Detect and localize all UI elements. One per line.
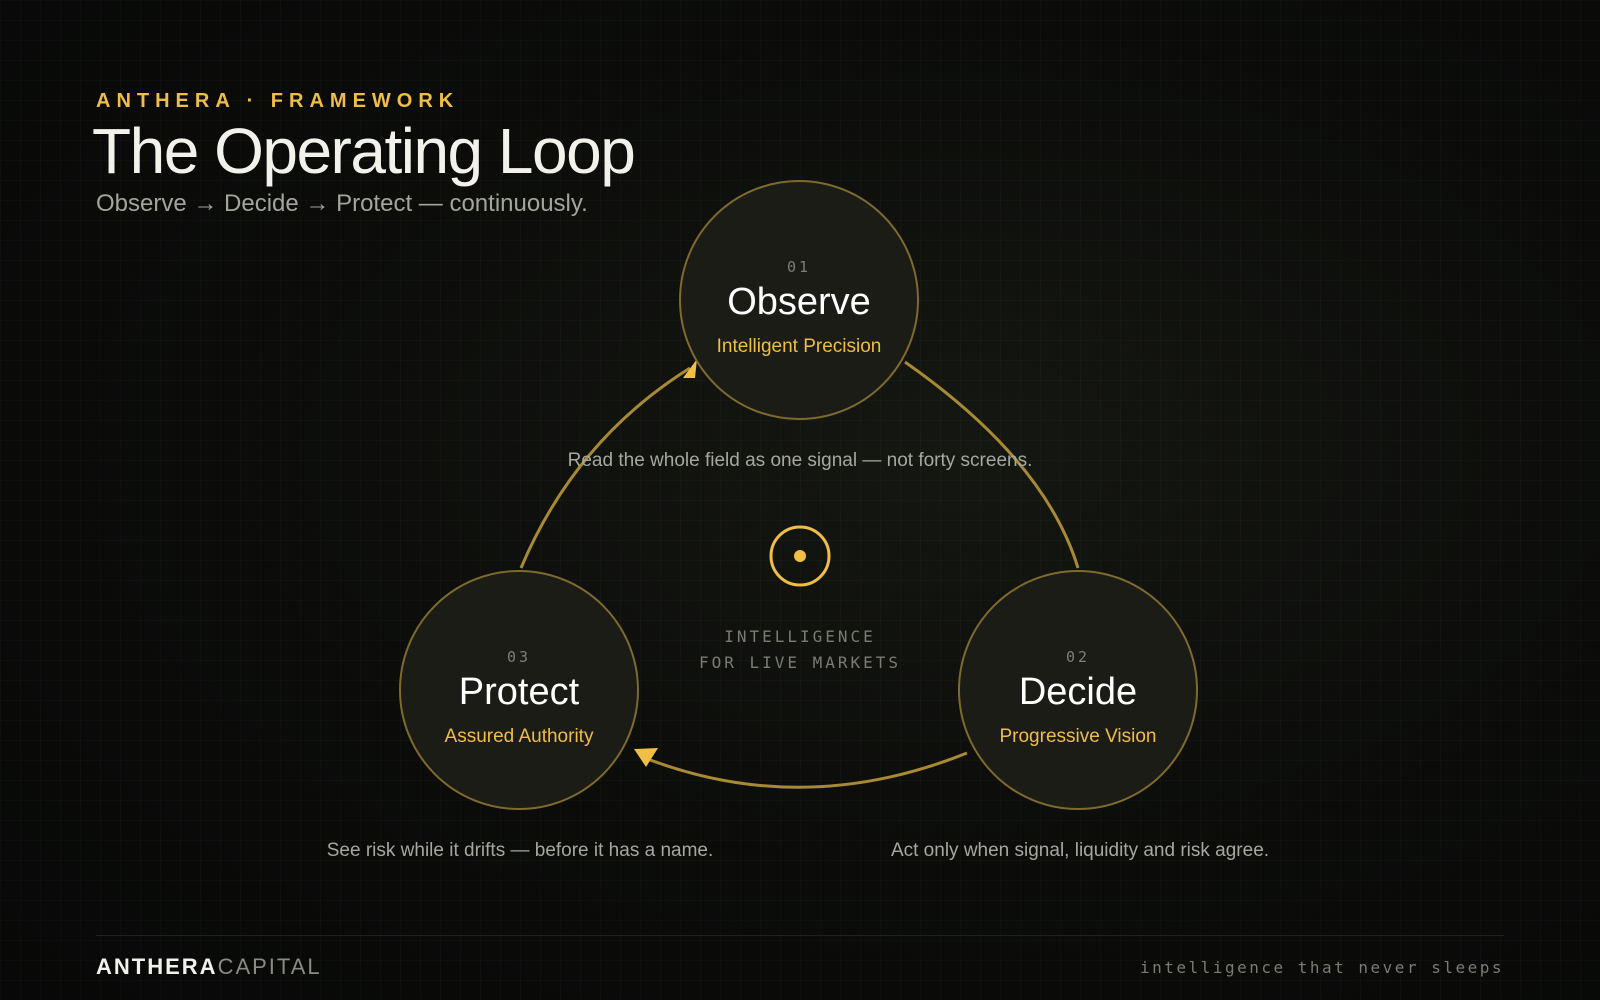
arc-decide-to-protect (639, 751, 968, 789)
node-tagline: Progressive Vision (999, 726, 1157, 747)
node-name: Decide (1018, 671, 1138, 713)
center-dot (794, 550, 806, 562)
node-protect: 03 Protect Assured Authority (399, 570, 639, 810)
node-number: 01 (786, 258, 812, 276)
footer-divider (96, 935, 1504, 936)
node-number: 03 (506, 648, 532, 666)
brand-logo: ANTHERACAPITAL (96, 954, 322, 980)
center-label-line2: FOR LIVE MARKETS (698, 653, 902, 672)
node-tagline: Assured Authority (444, 726, 594, 747)
arrowhead-protect (634, 748, 658, 767)
brand-secondary: CAPITAL (217, 954, 322, 979)
center-label-line1: INTELLIGENCE (724, 627, 876, 646)
node-tagline: Intelligent Precision (716, 336, 882, 357)
center-label: INTELLIGENCE FOR LIVE MARKETS (699, 624, 901, 676)
node-decide: 02 Decide Progressive Vision (958, 570, 1198, 810)
node-name: Protect (458, 671, 580, 713)
brand-primary: ANTHERA (96, 954, 218, 979)
node-observe: 01 Observe Intelligent Precision (679, 180, 919, 420)
arc-protect-to-observe (519, 366, 691, 569)
node-number: 02 (1065, 648, 1091, 666)
page-subtitle: Observe → Decide → Protect — continuousl… (96, 190, 588, 217)
description-observe: Read the whole field as one signal — not… (567, 450, 1033, 471)
footer-tagline: intelligence that never sleeps (1140, 958, 1504, 977)
center-ring (769, 525, 831, 587)
eyebrow-label: ANTHERA · FRAMEWORK (96, 90, 460, 112)
description-protect: See risk while it drifts — before it has… (326, 840, 714, 861)
node-name: Observe (727, 281, 871, 323)
page-title: The Operating Loop (92, 115, 636, 187)
arc-observe-to-decide (904, 360, 1080, 569)
arrowhead-observe (683, 359, 697, 378)
description-decide: Act only when signal, liquidity and risk… (890, 840, 1270, 861)
